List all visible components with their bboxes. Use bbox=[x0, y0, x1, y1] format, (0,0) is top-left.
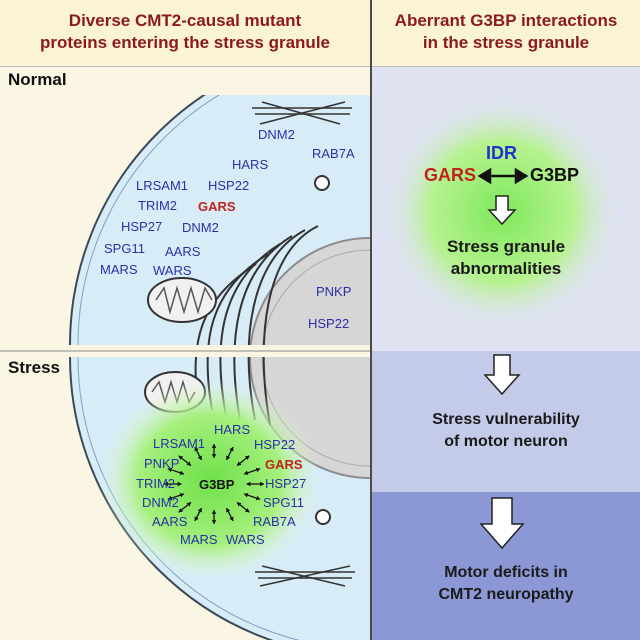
right-header-line1: Aberrant G3BP interactions bbox=[394, 11, 618, 30]
arrow-head bbox=[244, 455, 250, 460]
arrow-head bbox=[244, 492, 249, 498]
cytoskeleton-bottom bbox=[255, 565, 355, 587]
left-panel: Diverse CMT2-causal mutant proteins ente… bbox=[0, 0, 370, 640]
protein-label: HARS bbox=[232, 157, 269, 172]
mitochondrion-top bbox=[147, 277, 217, 323]
arrow-head bbox=[197, 455, 202, 460]
protein-label: WARS bbox=[153, 263, 192, 278]
protein-label: RAB7A bbox=[312, 146, 355, 161]
arrow-head bbox=[194, 516, 199, 521]
arrow-head bbox=[211, 454, 217, 458]
arrow-head bbox=[197, 508, 202, 513]
protein-label: TRIM2 bbox=[138, 198, 177, 213]
g3bp-label: G3BP bbox=[530, 165, 580, 185]
arrow-head bbox=[211, 520, 217, 524]
double-arrow bbox=[477, 167, 529, 185]
stress-label: Stress bbox=[8, 358, 60, 377]
abnormal-line1: Stress granule bbox=[446, 237, 566, 256]
protein-label: HSP22 bbox=[308, 316, 350, 331]
protein-label: SPG11 bbox=[263, 495, 304, 510]
arrow-head bbox=[211, 444, 217, 448]
arrow-head bbox=[211, 510, 217, 514]
vulnerability-line1: Stress vulnerability bbox=[432, 411, 580, 428]
deficit-line1: Motor deficits in bbox=[444, 564, 568, 581]
arrow-head bbox=[260, 481, 264, 487]
arrow-head bbox=[177, 481, 182, 487]
g3bp-center-label: G3BP bbox=[199, 477, 235, 492]
vulnerability-line2: of motor neuron bbox=[444, 433, 568, 450]
protein-label: LRSAM1 bbox=[136, 178, 189, 193]
right-graphics bbox=[382, 94, 622, 550]
down-arrow-icon bbox=[487, 195, 517, 226]
protein-label: HSP22 bbox=[208, 178, 250, 193]
protein-label: HSP27 bbox=[265, 476, 307, 491]
idr-label: IDR bbox=[486, 143, 517, 163]
protein-label: MARS bbox=[180, 532, 218, 547]
arrow-head bbox=[226, 455, 231, 460]
arrow-head bbox=[226, 508, 231, 513]
vesicle bbox=[315, 509, 331, 525]
left-header-line1: Diverse CMT2-causal mutant bbox=[68, 11, 302, 30]
down-arrow-icon bbox=[479, 497, 525, 550]
protein-label: HARS bbox=[214, 422, 251, 437]
protein-label: AARS bbox=[152, 514, 188, 529]
arrow-head bbox=[194, 447, 199, 452]
protein-label: WARS bbox=[226, 532, 265, 547]
protein-label: TRIM2 bbox=[136, 476, 175, 491]
arrow-head bbox=[246, 481, 251, 487]
arrow-head bbox=[178, 455, 184, 460]
arrow-head bbox=[164, 481, 168, 487]
arrow-head bbox=[229, 447, 234, 452]
cytoskeleton-top bbox=[252, 101, 352, 125]
protein-label: PNKP bbox=[316, 284, 352, 299]
stress-granule bbox=[100, 380, 320, 580]
arrow-head bbox=[255, 467, 261, 473]
vesicle bbox=[314, 175, 330, 191]
left-header bbox=[0, 0, 370, 67]
panel-divider bbox=[370, 0, 372, 640]
right-header bbox=[372, 0, 640, 67]
arrow-head bbox=[236, 502, 242, 507]
arrow-head bbox=[244, 470, 249, 476]
protein-label: DNM2 bbox=[142, 495, 179, 510]
arrow-head bbox=[167, 495, 173, 501]
arrow-head bbox=[244, 508, 250, 513]
arrow-head bbox=[178, 508, 184, 513]
protein-label: DNM2 bbox=[258, 127, 295, 142]
deficit-line2: CMT2 neuropathy bbox=[438, 586, 574, 603]
protein-label: PNKP bbox=[144, 456, 180, 471]
right-header-line2: in the stress granule bbox=[422, 33, 590, 52]
arrow-head bbox=[255, 495, 261, 501]
normal-label: Normal bbox=[8, 70, 67, 89]
protein-label-highlight: GARS bbox=[198, 199, 236, 214]
arrow-head bbox=[186, 502, 192, 507]
cell-illustration bbox=[0, 95, 370, 640]
protein-label: HSP22 bbox=[254, 437, 296, 452]
abnormal-line2: abnormalities bbox=[450, 259, 562, 278]
arrow-head bbox=[167, 467, 173, 473]
protein-label: MARS bbox=[100, 262, 138, 277]
protein-label: LRSAM1 bbox=[153, 436, 206, 451]
gars-label: GARS bbox=[424, 165, 477, 185]
down-arrow-icon bbox=[483, 354, 521, 396]
right-panel: Aberrant G3BP interactions in the stress… bbox=[372, 0, 640, 640]
protein-label: SPG11 bbox=[104, 241, 145, 256]
protein-label-highlight: GARS bbox=[265, 457, 303, 472]
interaction-arrows bbox=[164, 444, 264, 524]
left-header-line2: proteins entering the stress granule bbox=[39, 33, 330, 52]
arrow-head bbox=[236, 461, 242, 466]
arrow-head bbox=[229, 516, 234, 521]
protein-label: AARS bbox=[165, 244, 201, 259]
arrow-head bbox=[186, 461, 192, 466]
protein-label: RAB7A bbox=[253, 514, 296, 529]
arrow-head bbox=[179, 470, 184, 476]
protein-label: HSP27 bbox=[121, 219, 163, 234]
arrow-head bbox=[179, 492, 184, 498]
protein-label: DNM2 bbox=[182, 220, 219, 235]
